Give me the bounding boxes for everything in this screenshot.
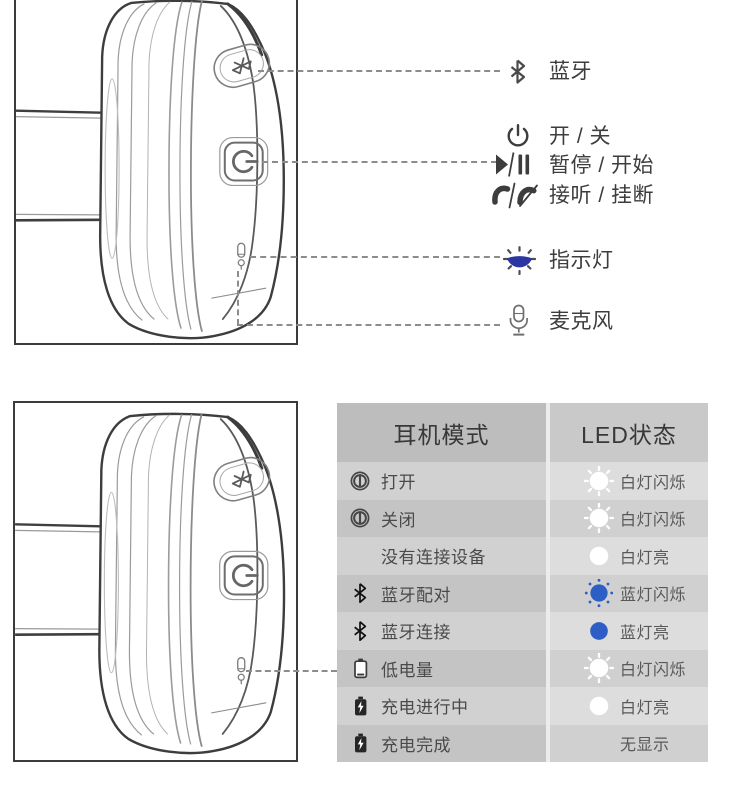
- led-label: 蓝灯亮: [620, 624, 670, 642]
- led-label: 白灯闪烁: [620, 474, 687, 492]
- headphone-earcup-drawing: [16, 0, 296, 343]
- bluetooth-label: 蓝牙: [549, 60, 592, 83]
- bluetooth-icon: [348, 620, 372, 641]
- power-label: 开 / 关: [549, 125, 612, 148]
- mode-label: 关闭: [381, 510, 416, 530]
- top-illustration-box: [14, 0, 298, 345]
- table-row: 关闭 白灯闪烁: [337, 499, 708, 537]
- led-blue-flash-icon: [584, 578, 614, 608]
- bottom-illustration-box: [13, 401, 298, 762]
- led-status-table: 耳机模式 LED状态 打开: [337, 403, 708, 762]
- led-white-flash-icon: [584, 653, 614, 684]
- led-label: 白灯亮: [620, 699, 670, 717]
- table-row: 打开 白灯闪烁: [337, 462, 708, 500]
- header-mode: 耳机模式: [337, 403, 546, 462]
- power-ring-icon: [348, 507, 372, 529]
- callout-line-table: [246, 670, 337, 672]
- phone-answer-hangup-icon: [491, 182, 543, 209]
- mode-label: 没有连接设备: [381, 548, 486, 568]
- led-white-flash-icon: [584, 503, 614, 534]
- callout-line-indicator: [250, 256, 500, 258]
- callout-line-mic: [237, 324, 500, 326]
- battery-charging-icon: [348, 695, 372, 717]
- column-divider: [546, 403, 550, 462]
- table-row: 充电完成 无显示: [337, 724, 708, 762]
- led-white-on-icon: [584, 691, 614, 721]
- table-row: 蓝牙连接 蓝灯亮: [337, 612, 708, 650]
- power-ring-icon: [348, 470, 372, 492]
- power-icon: [506, 123, 530, 147]
- table-row: 充电进行中 白灯亮: [337, 687, 708, 725]
- mode-label: 打开: [381, 473, 416, 493]
- table-row: 没有连接设备 白灯亮: [337, 537, 708, 575]
- indicator-light-icon: [503, 246, 536, 275]
- headphone-earcup-drawing: [15, 407, 296, 758]
- callout-line-mic-vertical: [237, 271, 239, 325]
- battery-full-icon: [348, 732, 372, 754]
- led-label: 无显示: [620, 737, 670, 755]
- table-row: 低电量 白灯闪烁: [337, 649, 708, 687]
- header-led: LED状态: [550, 403, 708, 462]
- mode-label: 充电完成: [381, 735, 451, 755]
- callout-line-power: [262, 161, 497, 163]
- led-label: 白灯闪烁: [620, 512, 687, 530]
- led-white-flash-icon: [584, 465, 614, 496]
- led-label: 白灯亮: [620, 549, 670, 567]
- bluetooth-icon: [348, 583, 372, 604]
- table-header-row: 耳机模式 LED状态: [337, 403, 708, 462]
- no-icon: [584, 728, 614, 758]
- led-label: 白灯闪烁: [620, 662, 687, 680]
- callout-line-bluetooth: [258, 70, 500, 72]
- bluetooth-icon: [509, 59, 526, 84]
- indicator-label: 指示灯: [549, 249, 614, 272]
- led-blue-on-icon: [584, 616, 614, 646]
- play-pause-icon: [494, 152, 538, 177]
- microphone-icon: [507, 304, 530, 337]
- mode-label: 蓝牙配对: [381, 585, 451, 605]
- led-label: 蓝灯闪烁: [620, 587, 687, 605]
- table-row: 蓝牙配对 蓝灯闪烁: [337, 574, 708, 612]
- answer-hangup-label: 接听 / 挂断: [549, 184, 655, 207]
- mode-label: 蓝牙连接: [381, 623, 451, 643]
- mode-label: 低电量: [381, 660, 434, 680]
- mode-label: 充电进行中: [381, 698, 469, 718]
- led-white-on-icon: [584, 541, 614, 571]
- microphone-label: 麦克风: [549, 310, 614, 333]
- play-pause-label: 暂停 / 开始: [549, 154, 655, 177]
- battery-low-icon: [348, 657, 372, 679]
